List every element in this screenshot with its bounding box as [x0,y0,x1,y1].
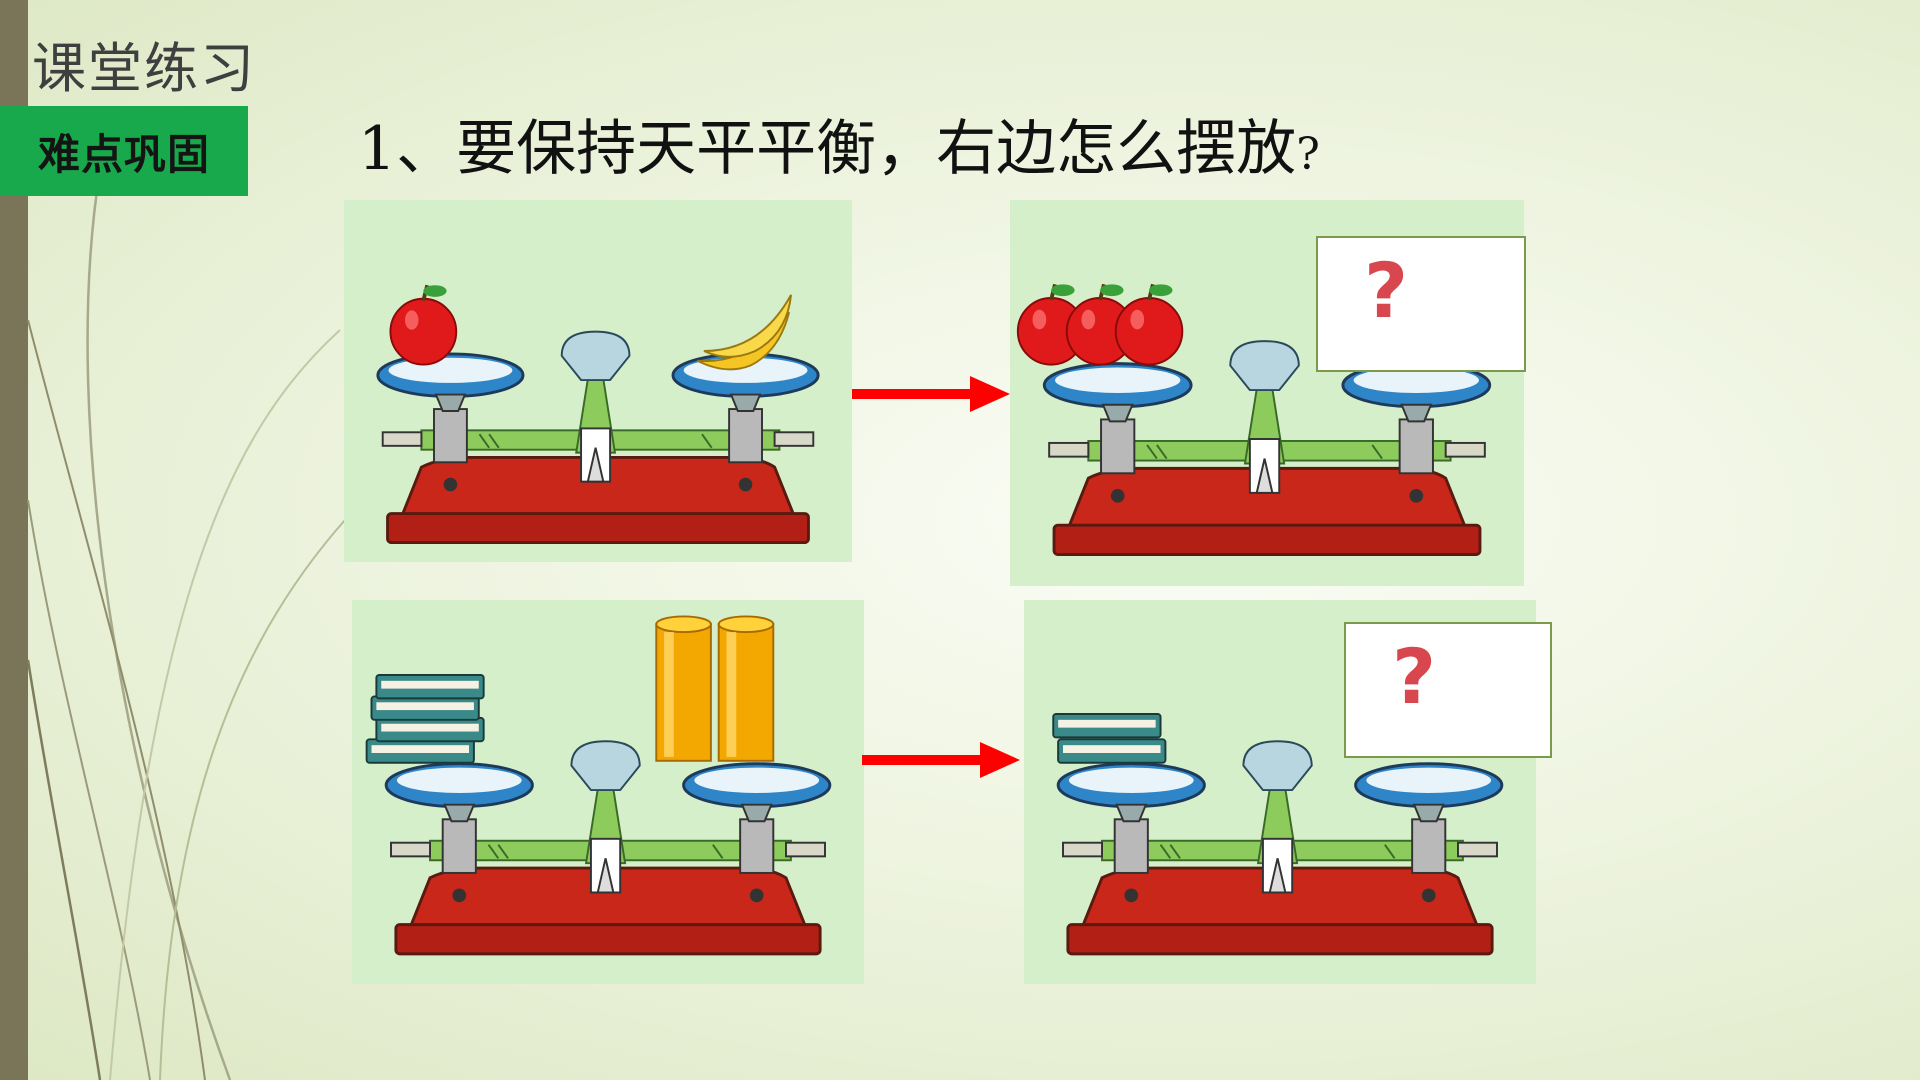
arrow-right-icon [862,742,1020,778]
apple-icon [1113,282,1185,367]
balance-scale-drawing [365,615,832,956]
unknown-box: ? [1344,622,1552,758]
question-text: 1、要保持天平平衡，右边怎么摆放 [358,114,1297,184]
banana-icon [696,294,793,371]
cylinder-icon [717,615,775,762]
cylinder-icon [655,615,712,762]
balance-panel-apple-banana [344,200,852,562]
background-swoosh-lines [26,169,346,1080]
book-stack-icon [1052,713,1167,764]
book-stack-icon [365,673,485,764]
unknown-question-mark: ? [1364,246,1409,335]
balance-panel-books-unknown: ? [1024,600,1552,984]
question-mark: ? [1296,129,1320,180]
arrow-right-icon [852,376,1010,412]
unknown-question-mark: ? [1392,632,1437,721]
balance-scale-drawing [376,283,820,545]
question-title: 1、要保持天平平衡，右边怎么摆放? [358,100,1320,187]
apple-icon [388,283,459,367]
balance-panel-apples-unknown: ? [1010,200,1526,586]
balance-panel-books-cylinders [352,600,864,984]
tag-badge: 难点巩固 [0,106,248,196]
unknown-box: ? [1316,236,1526,372]
section-title: 课堂练习 [32,37,256,100]
tag-label: 难点巩固 [37,129,210,179]
